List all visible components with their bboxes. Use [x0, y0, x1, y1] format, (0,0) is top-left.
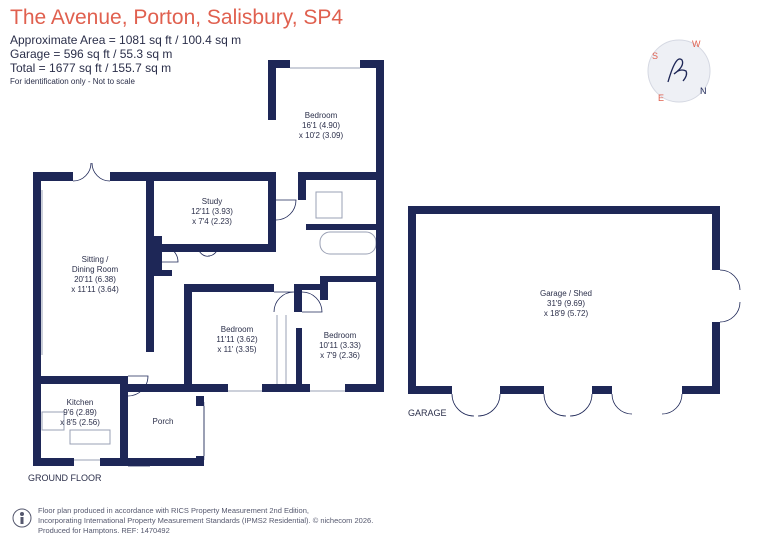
svg-text:31'9 (9.69): 31'9 (9.69)	[547, 299, 585, 308]
garage-section-label: GARAGE	[408, 408, 447, 418]
svg-text:x 11'11 (3.64): x 11'11 (3.64)	[71, 285, 119, 294]
walls	[33, 60, 720, 466]
svg-text:Bedroom: Bedroom	[305, 111, 338, 120]
footer-line-3: Produced for Hamptons. REF: 1470492	[38, 526, 170, 535]
room-kitchen: Kitchen 9'6 (2.89) x 8'5 (2.56)	[60, 398, 100, 427]
room-bedroom-2: Bedroom 11'11 (3.62) x 11' (3.35)	[216, 325, 258, 354]
room-porch: Porch	[153, 417, 174, 426]
compass-south: S	[652, 51, 658, 61]
total-area: Total = 1677 sq ft / 155.7 sq m	[10, 61, 172, 75]
identification-note: For identification only - Not to scale	[10, 77, 135, 86]
svg-text:9'6 (2.89): 9'6 (2.89)	[63, 408, 97, 417]
svg-text:11'11 (3.62): 11'11 (3.62)	[216, 335, 258, 344]
svg-text:x 8'5 (2.56): x 8'5 (2.56)	[60, 418, 100, 427]
door-swings	[72, 162, 741, 467]
svg-text:x 7'9 (2.36): x 7'9 (2.36)	[320, 351, 360, 360]
svg-text:Garage / Shed: Garage / Shed	[540, 289, 592, 298]
svg-text:Study: Study	[202, 197, 222, 206]
approx-area: Approximate Area = 1081 sq ft / 100.4 sq…	[10, 33, 242, 47]
svg-text:12'11 (3.93): 12'11 (3.93)	[191, 207, 233, 216]
svg-text:Porch: Porch	[153, 417, 174, 426]
svg-text:10'11 (3.33): 10'11 (3.33)	[319, 341, 361, 350]
plan-title: The Avenue, Porton, Salisbury, SP4	[10, 6, 344, 29]
room-bedroom-3: Bedroom 10'11 (3.33) x 7'9 (2.36)	[319, 331, 361, 360]
svg-text:x 10'2 (3.09): x 10'2 (3.09)	[299, 131, 344, 140]
svg-text:x 18'9 (5.72): x 18'9 (5.72)	[544, 309, 589, 318]
garage-area: Garage = 596 sq ft / 55.3 sq m	[10, 47, 173, 61]
svg-text:Bedroom: Bedroom	[324, 331, 357, 340]
svg-text:x 7'4 (2.23): x 7'4 (2.23)	[192, 217, 232, 226]
footer-line-2: Incorporating International Property Mea…	[38, 516, 374, 525]
svg-text:Dining Room: Dining Room	[72, 265, 119, 274]
compass-west: W	[692, 39, 701, 49]
svg-text:16'1 (4.90): 16'1 (4.90)	[302, 121, 340, 130]
ground-floor-label: GROUND FLOOR	[28, 473, 102, 483]
svg-text:Bedroom: Bedroom	[221, 325, 254, 334]
room-study: Study 12'11 (3.93) x 7'4 (2.23)	[191, 197, 233, 226]
compass-north: N	[700, 86, 707, 96]
svg-text:20'11 (6.38): 20'11 (6.38)	[74, 275, 116, 284]
logo-h-icon	[667, 58, 688, 83]
room-bedroom-1: Bedroom 16'1 (4.90) x 10'2 (3.09)	[299, 111, 344, 140]
footer-line-1: Floor plan produced in accordance with R…	[38, 506, 309, 515]
svg-text:x 11' (3.35): x 11' (3.35)	[217, 345, 257, 354]
room-garage-shed: Garage / Shed 31'9 (9.69) x 18'9 (5.72)	[540, 289, 592, 318]
person-icon	[12, 508, 32, 528]
compass-east: E	[658, 93, 664, 103]
room-sitting-dining: Sitting / Dining Room 20'11 (6.38) x 11'…	[71, 255, 119, 294]
svg-text:Kitchen: Kitchen	[67, 398, 94, 407]
compass-logo: S W N E	[647, 39, 711, 103]
svg-text:Sitting /: Sitting /	[82, 255, 109, 264]
